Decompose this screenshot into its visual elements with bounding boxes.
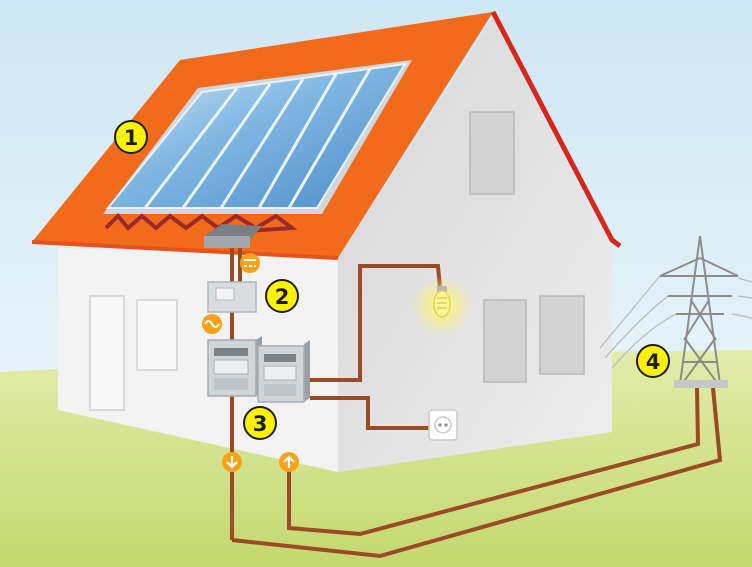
feed-in-meter [257,340,310,403]
callout-3: 3 [243,406,277,440]
power-pylon-icon [659,235,739,385]
roof-ridge-edge [490,10,622,248]
dc-current-icon [240,253,260,273]
arrow-up-icon [279,452,299,472]
cables [230,248,723,559]
pylon-base [674,380,728,388]
power-lines [599,275,752,369]
front-window [136,299,178,371]
callout-2: 2 [265,279,299,313]
ac-current-icon [202,314,222,334]
power-socket-icon [428,409,458,441]
callout-1-label: 1 [124,126,139,150]
arrow-down-icon [222,452,242,472]
roof-front-edge [31,240,339,260]
attic-window [469,111,515,195]
panel-wiring [104,213,298,234]
consumption-meter [207,336,262,397]
callout-3-label: 3 [253,412,268,436]
inverter [207,281,257,313]
callout-4-label: 4 [646,350,661,374]
callout-2-label: 2 [275,285,290,309]
callout-4: 4 [636,344,670,378]
front-door [89,295,125,411]
side-window-right [539,295,585,375]
light-bulb-icon [412,276,472,336]
callout-1: 1 [114,120,148,154]
solar-panel [103,60,412,214]
side-window-left [483,299,527,383]
